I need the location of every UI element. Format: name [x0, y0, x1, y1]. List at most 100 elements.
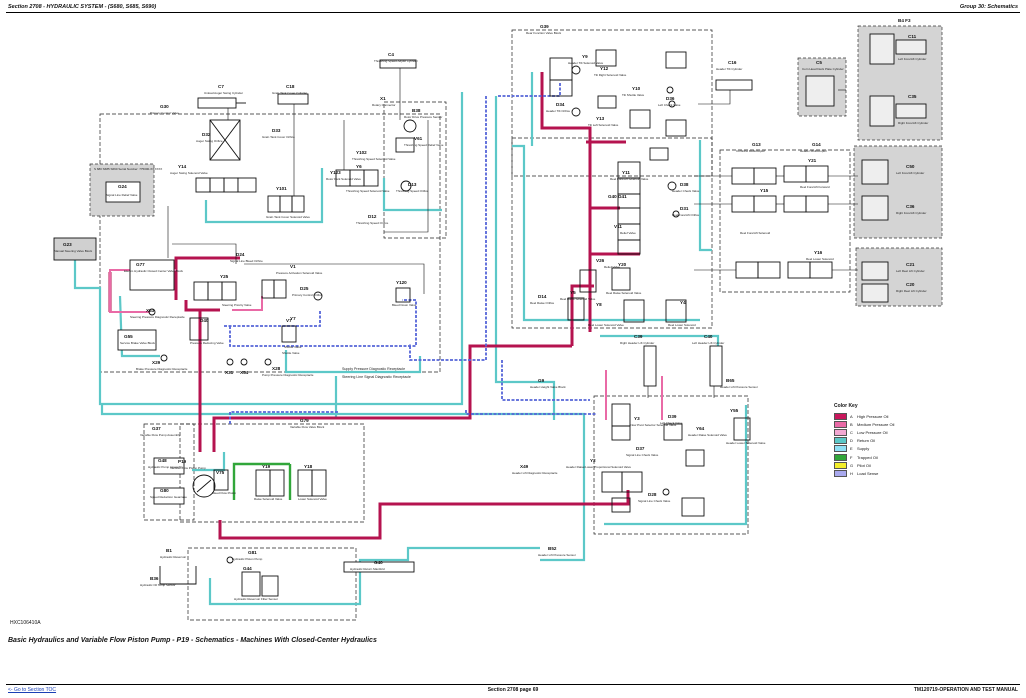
label-b52: B52 [548, 546, 557, 551]
desc-d34: Header Tilt Orifice [546, 109, 570, 113]
desc-c18: Grain Tank Cover Cylinder [272, 91, 307, 95]
desc-y14: Auger Swing Solenoid Valve [170, 171, 208, 175]
desc-y16: Reel Lower Solenoid [806, 257, 834, 261]
primary-control-valve-boundary [99, 113, 441, 373]
desc-d24: Signal Line Bleed Orifice [230, 259, 263, 263]
desc-y123: Rotor Park Solenoid Valve [326, 177, 361, 181]
label-corner-tag: B4 F3 [898, 18, 911, 23]
label-g80: G80 [160, 488, 169, 493]
desc-v26: Relief Valve [604, 265, 620, 269]
label-y55: Y55 [730, 408, 739, 413]
label-x28: X28 [272, 366, 281, 371]
label-c4: C4 [388, 52, 394, 57]
label-d31: D31 [680, 206, 689, 211]
desc-g80: Speed Reduction Gearcase [150, 495, 187, 499]
color-swatch [834, 469, 847, 477]
header-rule [6, 12, 1020, 13]
label-v61: V61 [414, 136, 423, 141]
desc-g24: Signal Line Relief Valve [106, 193, 138, 197]
label-y120: Y120 [396, 280, 407, 285]
color-key-letter: B [850, 421, 853, 427]
color-swatch [834, 437, 847, 445]
color-key-letter: H [850, 470, 853, 476]
color-key-letter: C [850, 429, 853, 435]
desc-c21: Left Reel Lift Cylinder [896, 269, 925, 273]
label-y21: Y21 [808, 158, 817, 163]
desc-y11: Reel Fore/Aft Solenoid Valve [610, 177, 649, 181]
label-y5: Y5 [570, 290, 576, 295]
desc-x29: Brake Pressure Diagnostic Receptacle [136, 367, 188, 371]
label-g48: G48 [158, 458, 167, 463]
label-d13: D13 [408, 182, 417, 187]
desc-y120: Bleed Down Valve [392, 303, 417, 307]
desc-y15: Reel Fore/Aft Solenoid [740, 231, 771, 235]
hydraulic-piston-pump-boundary [187, 547, 357, 621]
connection-wires [167, 68, 858, 398]
closed-center-valve-block [129, 259, 175, 291]
label-y7: Y7 [290, 316, 296, 321]
desc-d38: Header Check Valve [672, 189, 700, 193]
desc-y21: Reel Fore/Aft Forward [800, 185, 830, 189]
label-d25: D25 [300, 286, 309, 291]
label-v7: V7 [286, 318, 292, 323]
high-pressure-lines [108, 72, 640, 540]
desc-g44: Hydraulic Reservoir Filter Sensor [234, 597, 278, 601]
color-swatch [834, 461, 847, 469]
desc-g14: Header Multicoupler [800, 149, 827, 153]
desc-y102: Threshing Speed Solenoid Valve [352, 157, 396, 161]
label-x54: X54 [240, 370, 249, 375]
steering-valve-block [53, 237, 97, 261]
label-g40: G40 [374, 560, 383, 565]
desc-y101: Grain Tank Cover Solenoid Valve [266, 215, 310, 219]
label-g24: G24 [118, 184, 127, 189]
desc-y10: Tilt Shuttle Valve [622, 93, 645, 97]
color-key-letter: D [850, 438, 853, 444]
label-y13: Y13 [596, 116, 605, 121]
component-labels: G23 G77 G55 G30 G24 G37 G48 G80 P19 G79 … [63, 18, 917, 581]
label-d28: D28 [648, 492, 657, 497]
color-key-letter: F [850, 454, 853, 460]
color-key-label: Trapped Oil [857, 454, 878, 460]
desc-v61: Threshing Speed Relief Valve [404, 143, 444, 147]
desc-d31: Reel Fore/Aft Orifice [672, 213, 700, 217]
color-key-letter: A [850, 413, 853, 419]
desc-g13: Combine Multicoupler [736, 149, 765, 153]
color-swatch [834, 412, 847, 420]
desc-d40: Pressure Reducing Valve [190, 341, 224, 345]
label-c16: C16 [728, 60, 737, 65]
label-d36: D36 [666, 96, 675, 101]
label-d32: D32 [202, 132, 211, 137]
label-g13: G13 [752, 142, 761, 147]
desc-b38: Rotor Drive Pressure Sensor [404, 115, 442, 119]
desc-g79: Variable Flow Valve Block [290, 425, 325, 429]
label-c21: C21 [906, 262, 915, 267]
section-toc-link[interactable]: <- Go to Section TOC [8, 687, 57, 693]
color-swatch [834, 428, 847, 436]
desc-x53: Steering Pressure Diagnostic Receptacle [130, 315, 185, 319]
label-y12: Y12 [600, 66, 609, 71]
label-c50: C50 [906, 164, 915, 169]
label-y14: Y14 [178, 164, 187, 169]
desc-y13: Tilt Left Solenoid Valve [588, 123, 619, 127]
desc-c20: Right Reel Lift Cylinder [896, 289, 927, 293]
label-x53: X53 [146, 308, 155, 313]
color-key-label: Load Sense [857, 470, 879, 476]
desc-y18: Lower Solenoid Valve [298, 497, 327, 501]
desc-g37: Variable Flow Pump Assembly [140, 433, 181, 437]
label-b65: B65 [726, 378, 735, 383]
desc-d33: Grain Tank Cover Orifice [262, 135, 295, 139]
desc-c36: Right Fore/Aft Cylinder [896, 211, 926, 215]
desc-p19: Variable Flow Piston Pump [170, 466, 206, 470]
color-swatch [834, 453, 847, 461]
desc-c11: Left Fore/Aft Cylinder [898, 57, 926, 61]
desc-g39: Rear Function Valve Block [526, 31, 562, 35]
rear-function-valve-block-boundary [511, 137, 713, 329]
label-y2: Y2 [590, 458, 596, 463]
label-p19: P19 [178, 459, 187, 464]
auger-swing-check-valve [209, 119, 241, 161]
